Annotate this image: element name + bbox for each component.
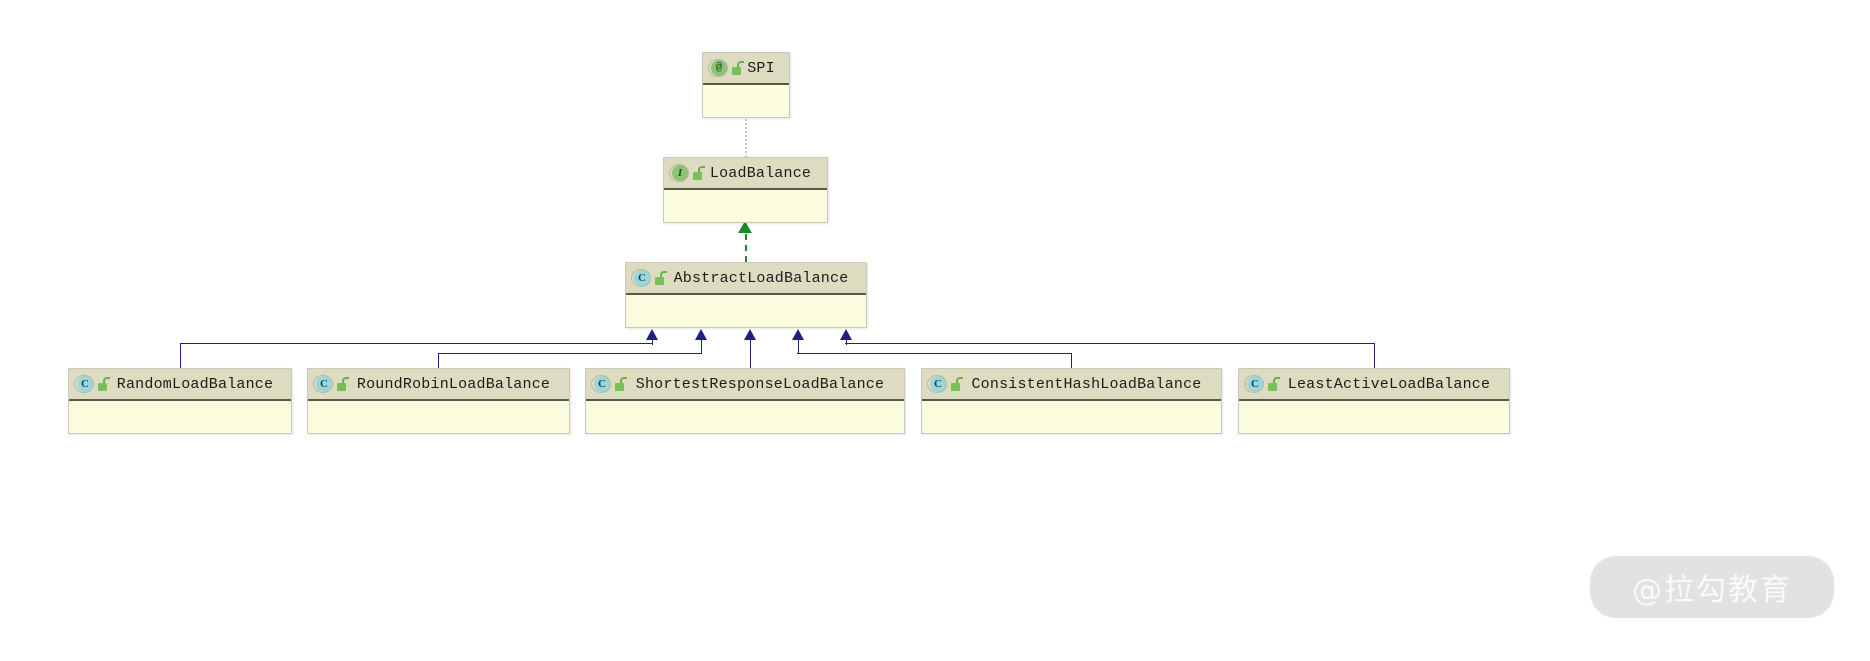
uml-node-name: RoundRobinLoadBalance [356, 375, 551, 393]
uml-node-members-compartment [69, 401, 291, 433]
uml-node-name: SPI [747, 59, 775, 77]
edge-segment-horizontal [438, 353, 702, 354]
uml-node-header: C LeastActiveLoadBalance [1239, 369, 1509, 401]
edge-segment-vertical [1374, 343, 1375, 369]
generalization-arrowhead-icon [646, 329, 658, 340]
uml-node-name: AbstractLoadBalance [673, 269, 849, 287]
uml-node-spi[interactable]: @ SPI [702, 52, 790, 118]
uml-node-abstractloadbalance[interactable]: C AbstractLoadBalance [625, 262, 867, 328]
class-icon: C [1244, 375, 1264, 393]
class-icon: C [927, 375, 947, 393]
annotation-dotted-line [745, 115, 747, 157]
edge-segment-vertical [180, 343, 181, 369]
generalization-arrowhead-icon [840, 329, 852, 340]
uml-node-roundrobinloadbalance[interactable]: C RoundRobinLoadBalance [307, 368, 570, 434]
generalization-arrowhead-icon [695, 329, 707, 340]
unlocked-padlock-icon [1268, 377, 1281, 391]
generalization-arrowhead-icon [744, 329, 756, 340]
uml-node-members-compartment [308, 401, 569, 433]
watermark: @拉勾教育 [1590, 556, 1834, 618]
uml-node-header: C ShortestResponseLoadBalance [586, 369, 904, 401]
edge-segment-vertical [798, 340, 799, 354]
edge-segment-vertical [846, 340, 847, 345]
class-icon: C [591, 375, 611, 393]
uml-node-members-compartment [1239, 401, 1509, 433]
uml-node-header: C RoundRobinLoadBalance [308, 369, 569, 401]
edge-segment-horizontal [180, 343, 653, 344]
edge-segment-vertical [652, 340, 653, 345]
edge-segment-vertical [750, 340, 751, 369]
uml-node-consistenthashloadbalance[interactable]: C ConsistentHashLoadBalance [921, 368, 1222, 434]
edge-segment-vertical [1071, 353, 1072, 369]
uml-node-name: RandomLoadBalance [116, 375, 274, 393]
unlocked-padlock-icon [98, 377, 111, 391]
unlocked-padlock-icon [337, 377, 350, 391]
watermark-text: @拉勾教育 [1632, 573, 1792, 608]
unlocked-padlock-icon [655, 271, 668, 285]
unlocked-padlock-icon [615, 377, 628, 391]
edge-segment-vertical [438, 353, 439, 369]
uml-node-members-compartment [922, 401, 1221, 433]
unlocked-padlock-icon [732, 61, 745, 75]
uml-node-shortestresponseloadbalance[interactable]: C ShortestResponseLoadBalance [585, 368, 905, 434]
uml-node-members-compartment [586, 401, 904, 433]
uml-node-name: ShortestResponseLoadBalance [635, 375, 885, 393]
edge-segment-horizontal [797, 353, 1072, 354]
uml-node-name: LeastActiveLoadBalance [1287, 375, 1491, 393]
interface-icon: I [669, 164, 689, 182]
uml-node-members-compartment [664, 190, 827, 222]
unlocked-padlock-icon [951, 377, 964, 391]
realization-dashed-line [745, 234, 747, 262]
edge-segment-horizontal [845, 343, 1375, 344]
uml-node-members-compartment [626, 295, 866, 327]
edge-segment-vertical [701, 340, 702, 354]
class-icon: C [74, 375, 94, 393]
generalization-arrowhead-icon [792, 329, 804, 340]
class-icon: C [313, 375, 333, 393]
uml-node-members-compartment [703, 85, 789, 117]
uml-node-header: C AbstractLoadBalance [626, 263, 866, 295]
unlocked-padlock-icon [693, 166, 706, 180]
uml-node-header: C ConsistentHashLoadBalance [922, 369, 1221, 401]
uml-node-name: LoadBalance [709, 164, 812, 182]
uml-node-leastactiveloadbalance[interactable]: C LeastActiveLoadBalance [1238, 368, 1510, 434]
uml-node-header: @ SPI [703, 53, 789, 85]
class-icon: C [631, 269, 651, 287]
uml-node-randomloadbalance[interactable]: C RandomLoadBalance [68, 368, 292, 434]
uml-node-name: ConsistentHashLoadBalance [971, 375, 1202, 393]
annotation-icon: @ [708, 59, 728, 77]
uml-node-loadbalance[interactable]: I LoadBalance [663, 157, 828, 223]
uml-node-header: C RandomLoadBalance [69, 369, 291, 401]
uml-node-header: I LoadBalance [664, 158, 827, 190]
realization-arrowhead-icon [738, 221, 752, 233]
